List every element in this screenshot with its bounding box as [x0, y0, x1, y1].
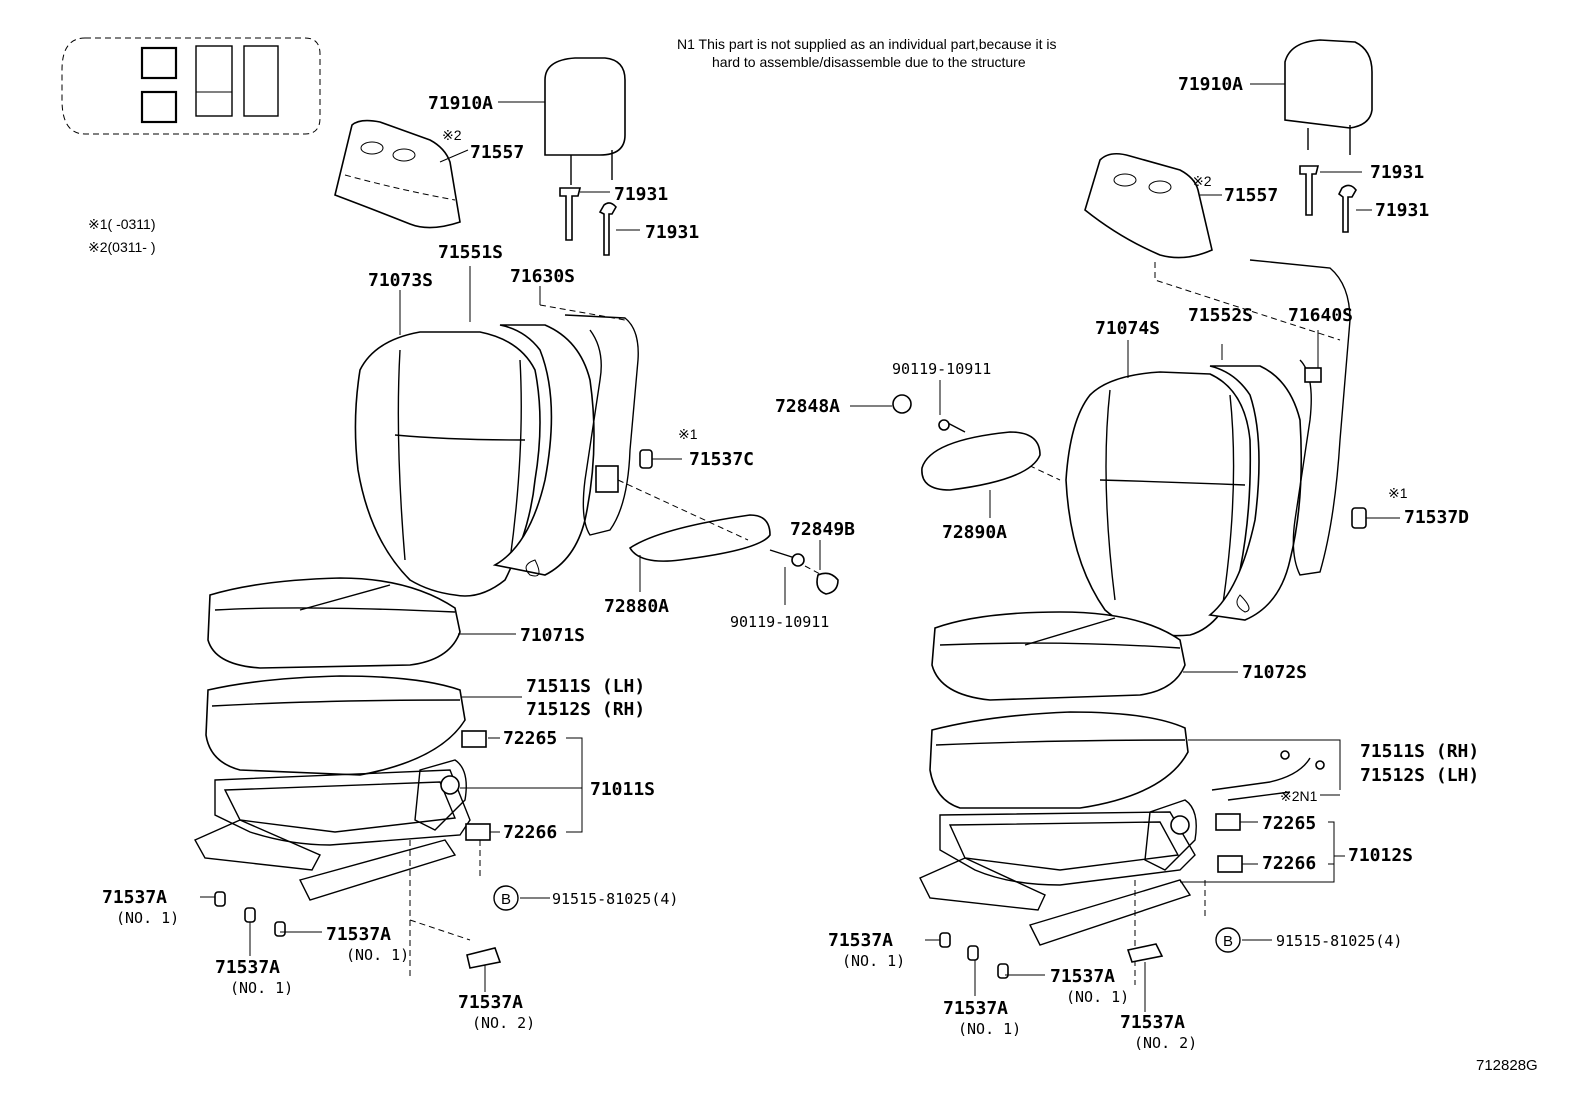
left-label-cap-a3: 71537A [326, 924, 391, 945]
center-armrest-illustration [850, 380, 1061, 518]
left-bolt-b-circle [493, 885, 519, 911]
right-label-back-assy: 71074S [1095, 318, 1160, 339]
right-label-bolt-b-mark: B [1223, 933, 1233, 950]
right-label-cap-a3: 71537A [1050, 966, 1115, 987]
left-label-bolt-b-mark: B [501, 891, 511, 908]
right-label-headrest-cover-mark: ※2 [1192, 173, 1212, 189]
left-label-adjuster-1: 72265 [503, 728, 557, 749]
left-label-bolt: 90119-10911 [730, 613, 829, 631]
left-seat-illustration [194, 57, 839, 992]
center-label-bolt: 90119-10911 [892, 360, 991, 378]
right-label-back-cover: 71552S [1188, 305, 1253, 326]
left-label-cushion: 71071S [520, 625, 585, 646]
right-label-cover-mark: ※1 [1388, 485, 1408, 501]
left-label-cover-mark: ※1 [678, 426, 698, 442]
right-label-cap-a3-sub: (NO. 1) [1066, 988, 1129, 1006]
left-label-back-frame: 71630S [510, 266, 575, 287]
left-label-cover: 71537C [689, 449, 754, 470]
right-bolt-b-circle [1215, 927, 1241, 953]
left-label-cushion-pad-lh: 71511S (LH) [526, 676, 645, 697]
left-label-support-2: 71931 [645, 222, 699, 243]
left-label-headrest-cover: 71557 [470, 142, 524, 163]
left-label-back-cover: 71551S [438, 242, 503, 263]
left-label-track: 71011S [590, 779, 655, 800]
seat-layout-icon [61, 37, 321, 135]
right-seat-illustration [919, 39, 1400, 1012]
right-label-cover: 71537D [1404, 507, 1469, 528]
right-label-cap-a1-sub: (NO. 1) [842, 952, 905, 970]
center-label-cap: 72848A [775, 396, 840, 417]
right-label-adjuster-2: 72266 [1262, 853, 1316, 874]
right-label-cushion: 71072S [1242, 662, 1307, 683]
right-label-support-2: 71931 [1375, 200, 1429, 221]
left-label-cushion-pad-rh: 71512S (RH) [526, 699, 645, 720]
right-label-cap-a2: 71537A [943, 998, 1008, 1019]
center-label-armrest: 72890A [942, 522, 1007, 543]
left-label-cap-a2-sub: (NO. 1) [230, 979, 293, 997]
right-label-bolt-b: 91515-81025(4) [1276, 932, 1402, 950]
right-label-cap-a2-sub: (NO. 1) [958, 1020, 1021, 1038]
right-label-headrest-cover: 71557 [1224, 185, 1278, 206]
left-label-support-1: 71931 [614, 184, 668, 205]
note-line-1: N1 This part is not supplied as an indiv… [677, 36, 1057, 52]
right-label-wire-mark: ※2N1 [1280, 788, 1318, 804]
left-label-cap-a4-sub: (NO. 2) [472, 1014, 535, 1032]
left-label-armrest: 72880A [604, 596, 669, 617]
right-label-adjuster-1: 72265 [1262, 813, 1316, 834]
left-label-cap-a3-sub: (NO. 1) [346, 946, 409, 964]
left-label-cap-a1: 71537A [102, 887, 167, 908]
left-label-bolt-b: 91515-81025(4) [552, 890, 678, 908]
right-label-cap-a1: 71537A [828, 930, 893, 951]
right-label-cap-a4-sub: (NO. 2) [1134, 1034, 1197, 1052]
left-label-adjuster-2: 72266 [503, 822, 557, 843]
left-label-cap-a1-sub: (NO. 1) [116, 909, 179, 927]
figure-id: 712828G [1476, 1057, 1538, 1074]
right-label-cushion-pad-rh: 71511S (RH) [1360, 741, 1479, 762]
left-label-headrest-cover-mark: ※2 [442, 127, 462, 143]
right-label-headrest: 71910A [1178, 74, 1243, 95]
left-label-armrest-cap: 72849B [790, 519, 855, 540]
right-label-cap-a4: 71537A [1120, 1012, 1185, 1033]
left-label-headrest: 71910A [428, 93, 493, 114]
right-label-track: 71012S [1348, 845, 1413, 866]
note-line-2: hard to assemble/disassemble due to the … [712, 54, 1026, 70]
left-label-back-assy: 71073S [368, 270, 433, 291]
right-label-cushion-pad-lh: 71512S (LH) [1360, 765, 1479, 786]
legend-mark-1: ※1( -0311) [88, 216, 156, 232]
left-label-cap-a4: 71537A [458, 992, 523, 1013]
right-label-support-1: 71931 [1370, 162, 1424, 183]
right-label-back-frame: 71640S [1288, 305, 1353, 326]
legend-mark-2: ※2(0311- ) [88, 239, 156, 255]
left-label-cap-a2: 71537A [215, 957, 280, 978]
